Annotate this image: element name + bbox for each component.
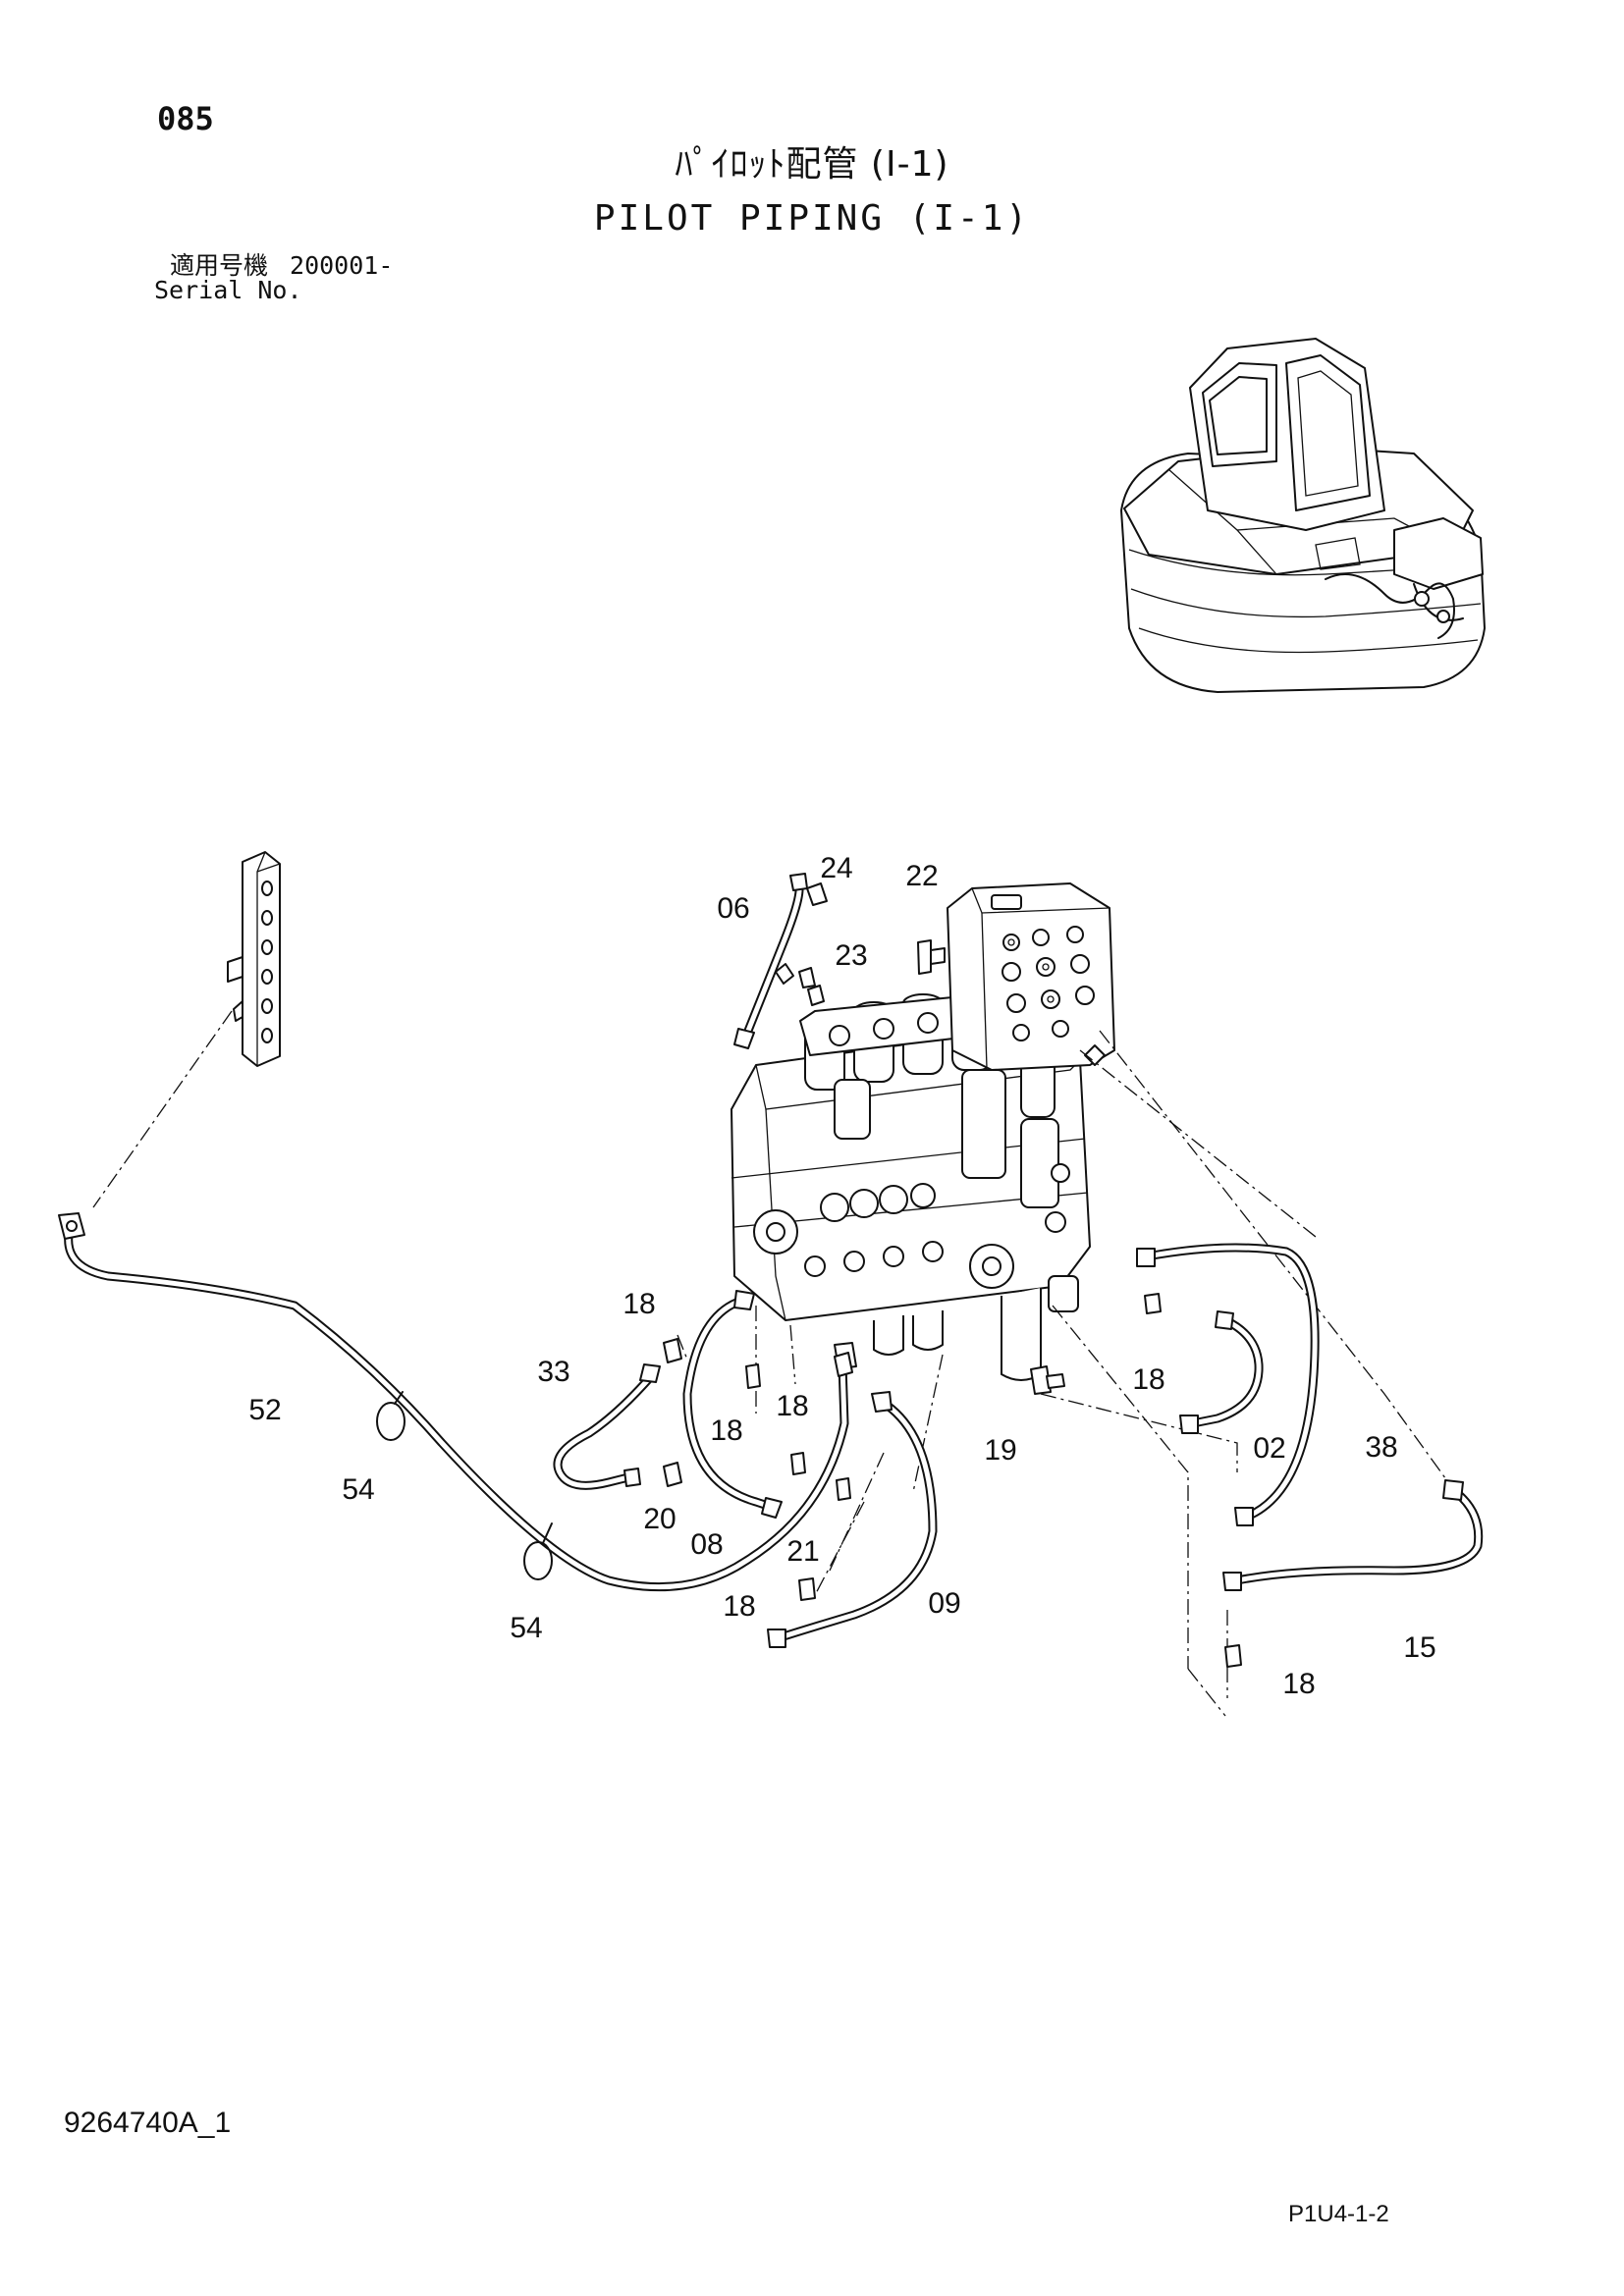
callout-label: 18 bbox=[710, 1415, 743, 1447]
excavator-thumbnail bbox=[1120, 338, 1486, 693]
callout-label: 38 bbox=[1365, 1431, 1398, 1464]
clamp-plate bbox=[227, 851, 281, 1067]
valve-ports bbox=[753, 1163, 1070, 1289]
callout-label: 21 bbox=[786, 1535, 820, 1568]
callout-label: 06 bbox=[717, 892, 750, 925]
callout-label: 08 bbox=[690, 1528, 724, 1561]
control-valve bbox=[731, 989, 1091, 1381]
fitting-21 bbox=[834, 1352, 853, 1377]
callout-label: 19 bbox=[984, 1434, 1017, 1467]
page-title-japanese: ﾊﾟｲﾛｯﾄ配管 (I-1) bbox=[675, 144, 949, 185]
callout-label: 18 bbox=[1282, 1668, 1316, 1700]
callout-label: 22 bbox=[905, 860, 939, 892]
callout-label: 33 bbox=[537, 1356, 570, 1388]
fitting-23a bbox=[798, 967, 816, 988]
fitting-18f bbox=[1224, 1644, 1242, 1668]
callout-label: 20 bbox=[643, 1503, 677, 1535]
fitting-23b bbox=[807, 985, 825, 1006]
callout-label: 02 bbox=[1253, 1432, 1286, 1465]
fitting-18c bbox=[790, 1452, 806, 1475]
hose-09 bbox=[767, 1391, 938, 1648]
fitting-18b bbox=[745, 1363, 761, 1389]
callout-label: 18 bbox=[1132, 1363, 1165, 1396]
sheet-id: P1U4-1-2 bbox=[1288, 2201, 1389, 2227]
fitting-20 bbox=[663, 1462, 682, 1487]
callout-label: 09 bbox=[928, 1587, 961, 1620]
hose-38 bbox=[1136, 1243, 1320, 1526]
callout-label: 18 bbox=[623, 1288, 656, 1320]
callout-label: 18 bbox=[776, 1390, 809, 1422]
fitting-22 bbox=[917, 939, 932, 975]
callout-label: 52 bbox=[248, 1394, 282, 1426]
fittings bbox=[663, 882, 1242, 1668]
fitting-24 bbox=[806, 882, 828, 906]
serial-label-japanese: 適用号機 bbox=[170, 251, 269, 280]
hose-08 bbox=[682, 1290, 783, 1519]
pilot-manifold bbox=[947, 882, 1115, 1071]
fitting-18e bbox=[1144, 1293, 1162, 1314]
hose-02 bbox=[1179, 1310, 1264, 1434]
fitting-18g bbox=[836, 1477, 851, 1501]
fitting-19 bbox=[1030, 1365, 1052, 1395]
document-id: 9264740A_1 bbox=[64, 2107, 232, 2139]
clamp-54-lower bbox=[523, 1522, 553, 1580]
hose-33 bbox=[553, 1363, 661, 1490]
serial-number-range: 200001- bbox=[290, 251, 394, 280]
page-number: 085 bbox=[157, 100, 214, 137]
callout-label: 23 bbox=[835, 939, 868, 972]
hose-15 bbox=[1222, 1479, 1484, 1591]
serial-label-english: Serial No. bbox=[154, 276, 302, 304]
callout-label: 24 bbox=[820, 852, 853, 884]
fitting-18d bbox=[798, 1577, 816, 1601]
fitting-18a bbox=[663, 1338, 682, 1363]
serial-applicability: 適用号機 200001- bbox=[170, 253, 393, 278]
page-title-english: PILOT PIPING (I-1) bbox=[593, 198, 1031, 239]
callout-label: 54 bbox=[342, 1473, 375, 1506]
callout-label: 18 bbox=[723, 1590, 756, 1623]
clamp-54-upper bbox=[376, 1391, 406, 1441]
callout-label: 15 bbox=[1403, 1631, 1436, 1664]
callout-label: 54 bbox=[510, 1612, 543, 1644]
